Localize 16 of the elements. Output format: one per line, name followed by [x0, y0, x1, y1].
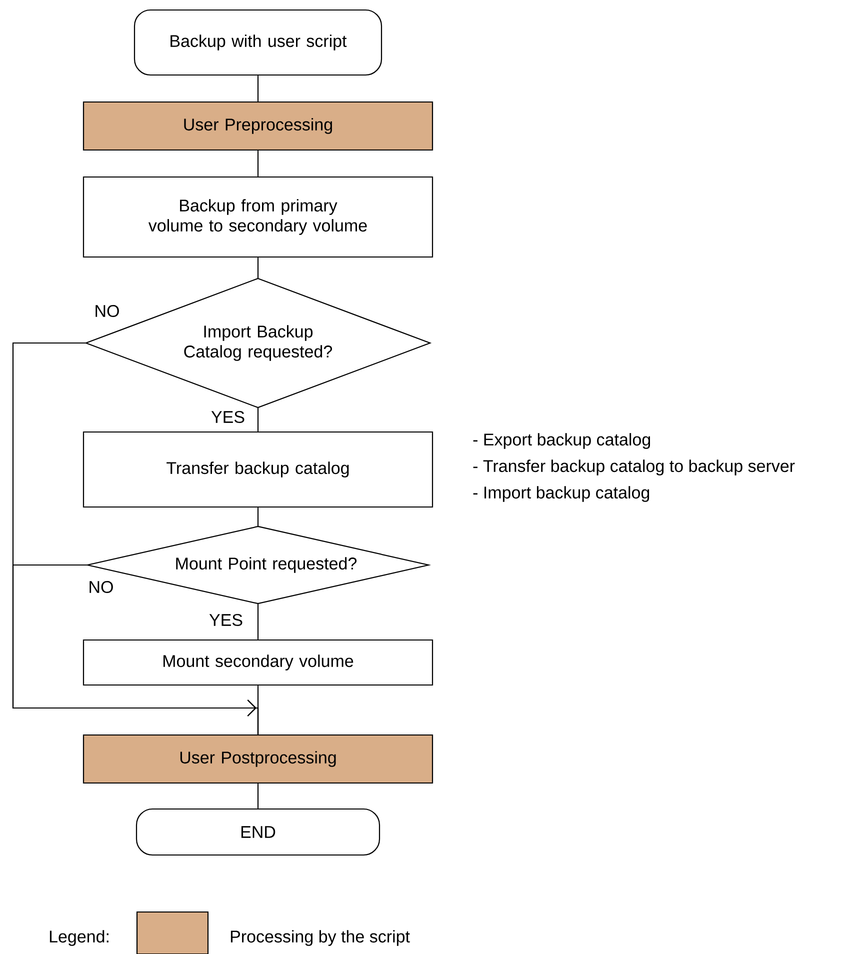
process-box: Backup from primary volume to secondary volume: [82, 176, 434, 258]
note-text: - Import backup catalog: [473, 486, 650, 502]
process-box: Transfer backup catalog: [82, 431, 434, 508]
edge-label: YES: [210, 410, 246, 424]
edge-label: YES: [208, 613, 244, 628]
edge-label: NO: [87, 580, 115, 594]
note-text: - Export backup catalog: [473, 433, 650, 449]
note-text: - Transfer backup catalog to backup server: [473, 460, 795, 476]
start-terminal: Backup with user script: [134, 9, 382, 76]
end-terminal: END: [136, 808, 380, 856]
legend-text: Processing by the script: [230, 930, 410, 946]
process-box: User Postprocessing: [82, 734, 434, 784]
process-box: User Preprocessing: [82, 101, 434, 151]
legend-title: Legend:: [50, 930, 108, 946]
edge-label: NO: [93, 304, 121, 318]
process-box: Mount secondary volume: [82, 639, 434, 686]
